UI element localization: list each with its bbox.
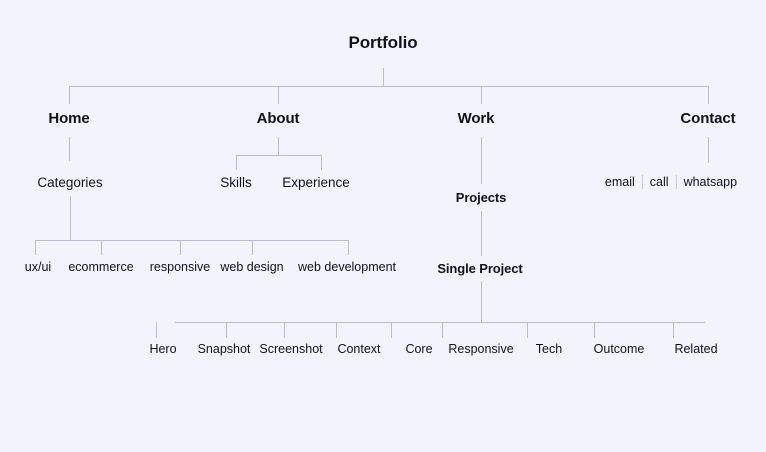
connector-single-project-stem <box>481 281 482 322</box>
connector-drop-webdesign <box>252 240 253 255</box>
node-experience[interactable]: Experience <box>282 175 350 190</box>
node-category-web-design[interactable]: web design <box>220 260 284 274</box>
connector-drop-skills <box>236 155 237 170</box>
connector-drop-responsive <box>180 240 181 255</box>
connector-work-to-projects <box>481 137 482 184</box>
connector-level1-bus <box>69 86 709 87</box>
connector-drop-core <box>391 322 392 338</box>
connector-drop-uxui <box>35 240 36 255</box>
node-category-web-development[interactable]: web development <box>298 260 396 274</box>
node-home[interactable]: Home <box>48 110 90 127</box>
connector-contact-stem <box>708 137 709 163</box>
connector-drop-hero <box>156 322 157 338</box>
node-portfolio[interactable]: Portfolio <box>348 33 418 52</box>
channel-divider-2 <box>675 175 677 189</box>
connector-projects-to-single-project <box>481 211 482 256</box>
node-category-ecommerce[interactable]: ecommerce <box>68 260 134 274</box>
node-contact[interactable]: Contact <box>680 110 736 127</box>
connector-drop-responsive-section <box>442 322 443 338</box>
connector-drop-outcome <box>594 322 595 338</box>
connector-about-bus <box>236 155 322 156</box>
connector-categories-bus <box>35 240 348 241</box>
connector-drop-home <box>69 86 70 104</box>
node-projects[interactable]: Projects <box>455 190 507 205</box>
contact-channels-group: email call whatsapp <box>598 175 744 189</box>
node-section-responsive[interactable]: Responsive <box>448 342 514 356</box>
node-section-tech[interactable]: Tech <box>535 342 563 356</box>
connector-drop-screenshot <box>284 322 285 338</box>
node-section-snapshot[interactable]: Snapshot <box>197 342 251 356</box>
connector-drop-tech <box>527 322 528 338</box>
connector-drop-contact <box>708 86 709 104</box>
node-section-related[interactable]: Related <box>674 342 718 356</box>
connector-home-to-categories <box>69 137 70 161</box>
connector-about-stem <box>278 137 279 155</box>
connector-drop-related <box>673 322 674 338</box>
node-section-hero[interactable]: Hero <box>149 342 177 356</box>
node-category-responsive[interactable]: responsive <box>149 260 211 274</box>
node-skills[interactable]: Skills <box>220 175 252 190</box>
node-section-context[interactable]: Context <box>337 342 381 356</box>
node-section-outcome[interactable]: Outcome <box>593 342 645 356</box>
node-section-core[interactable]: Core <box>405 342 433 356</box>
node-contact-email[interactable]: email <box>604 174 635 189</box>
node-categories[interactable]: Categories <box>37 175 103 190</box>
node-work[interactable]: Work <box>457 110 495 127</box>
connector-drop-about <box>278 86 279 104</box>
node-section-screenshot[interactable]: Screenshot <box>259 342 323 356</box>
connector-drop-ecommerce <box>101 240 102 255</box>
node-category-ux-ui[interactable]: ux/ui <box>24 260 52 274</box>
connector-drop-snapshot <box>226 322 227 338</box>
node-contact-call[interactable]: call <box>649 174 669 189</box>
connector-drop-experience <box>321 155 322 170</box>
connector-root-stem <box>383 68 384 86</box>
connector-drop-work <box>481 86 482 104</box>
channel-divider-1 <box>641 175 643 189</box>
node-contact-whatsapp[interactable]: whatsapp <box>683 174 738 189</box>
connector-drop-webdevelopment <box>348 240 349 255</box>
connector-sections-bus <box>175 322 705 323</box>
connector-drop-context <box>336 322 337 338</box>
node-single-project[interactable]: Single Project <box>437 261 523 276</box>
node-about[interactable]: About <box>256 110 300 127</box>
connector-categories-stem <box>70 196 71 240</box>
